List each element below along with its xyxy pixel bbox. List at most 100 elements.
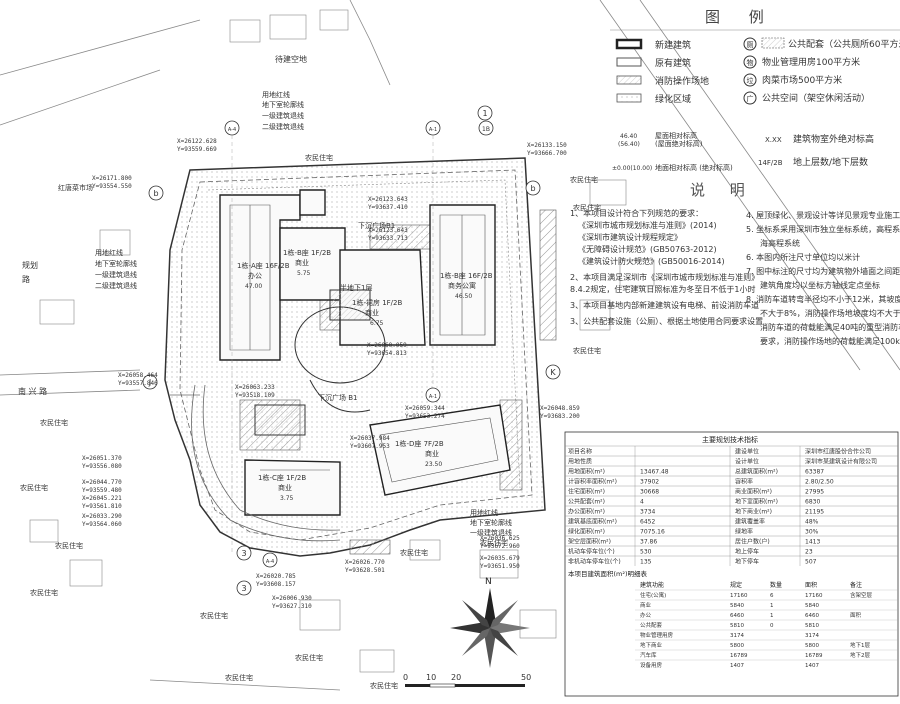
svg-text:用地红线: 用地红线: [470, 508, 498, 517]
subtable-cell: 5810: [805, 623, 819, 629]
table-title: 主要规划技术指标: [702, 435, 758, 444]
svg-text:0: 0: [403, 673, 408, 682]
market-label: 红唐菜市场: [58, 183, 93, 192]
road-name: 南 兴 路: [18, 386, 47, 396]
svg-text:用地红线: 用地红线: [262, 90, 290, 99]
block-1b-tower: [429, 204, 496, 346]
subtable-cell: 1: [770, 603, 774, 609]
svg-text:5.75: 5.75: [297, 270, 311, 277]
svg-text:Y=93564.060: Y=93564.060: [82, 521, 122, 528]
svg-text:农民住宅: 农民住宅: [40, 418, 68, 427]
building-inner-lines: [229, 204, 499, 483]
svg-text:新建建筑: 新建建筑: [655, 39, 691, 51]
svg-text:1栋-A座 16F/2B: 1栋-A座 16F/2B: [237, 261, 290, 270]
subtable-cell: 公共配套: [640, 621, 663, 629]
legend-title: 图 例: [705, 8, 776, 26]
table-cell: 公共配套(m²): [568, 498, 605, 506]
table-cell: 架空层面积(m²): [568, 538, 611, 546]
subtable-header: 规定: [730, 581, 742, 589]
table-cell: 6830: [805, 499, 820, 506]
svg-text:厕: 厕: [747, 41, 754, 49]
subtable-cell: 5800: [730, 643, 744, 649]
svg-text:3、公共配套设施（公厕）、根据土地使用合同要求设置: 3、公共配套设施（公厕）、根据土地使用合同要求设置: [570, 316, 763, 326]
table-cell: 30668: [640, 489, 659, 496]
table-cell: 设计单位: [735, 458, 759, 466]
table-cell: 37902: [640, 479, 659, 486]
svg-text:《无障碍设计规范》(GB50763-2012): 《无障碍设计规范》(GB50763-2012): [578, 244, 717, 254]
table-cell: 计容积率面积(m²): [568, 478, 617, 486]
svg-text:X=26051.370: X=26051.370: [82, 455, 122, 462]
subtable-cell: 设备用房: [640, 661, 663, 669]
subtable-cell: 3174: [730, 633, 744, 639]
svg-text:3.75: 3.75: [280, 495, 294, 502]
svg-text:Y=93637.410: Y=93637.410: [368, 204, 408, 211]
table-cell: 地下室面积(m²): [735, 498, 778, 506]
svg-text:《建筑设计防火规范》(GB50016-2014): 《建筑设计防火规范》(GB50016-2014): [578, 256, 725, 266]
svg-text:农民住宅: 农民住宅: [305, 153, 333, 162]
subtable-header: 建筑功能: [640, 581, 664, 589]
table-cell: 商业面积(m²): [735, 488, 772, 496]
subtable-cell: 17160: [805, 593, 823, 599]
svg-text:X=26123.643: X=26123.643: [368, 196, 408, 203]
table-cell: 27995: [805, 489, 824, 496]
svg-text:X=26122.628: X=26122.628: [177, 138, 217, 145]
subtable-header: 面积: [805, 581, 817, 589]
svg-text:地下室轮廓线: 地下室轮廓线: [262, 100, 304, 109]
subtable-cell: 含架空层: [850, 591, 873, 599]
block-small: [299, 189, 326, 216]
subtable-header: 数量: [770, 581, 782, 589]
svg-text:广: 广: [747, 94, 754, 103]
svg-text:X=26026.770: X=26026.770: [345, 559, 385, 566]
svg-text:商业: 商业: [278, 483, 292, 492]
svg-text:N: N: [485, 577, 492, 587]
subtable-cell: 汽车库: [640, 651, 657, 659]
svg-text:农民住宅: 农民住宅: [400, 548, 428, 557]
subtable-cell: 1407: [730, 663, 744, 669]
scale-bar: 0 10 20 50: [403, 673, 531, 688]
svg-text:(屋面绝对标高): (屋面绝对标高): [655, 139, 703, 148]
svg-text:1栋-裙房 1F/2B: 1栋-裙房 1F/2B: [352, 298, 402, 307]
svg-text:地下室轮廓线: 地下室轮廓线: [470, 518, 512, 527]
svg-text:海高程系统: 海高程系统: [760, 238, 800, 248]
svg-text:6. 本图内所注尺寸单位均以米计: 6. 本图内所注尺寸单位均以米计: [746, 252, 860, 262]
svg-text:Y=93672.960: Y=93672.960: [480, 543, 520, 550]
svg-text:±0.00(10.00): ±0.00(10.00): [612, 165, 652, 172]
table-cell: 建设单位: [735, 448, 759, 456]
table-cell: 48%: [805, 519, 819, 526]
svg-text:Y=93651.950: Y=93651.950: [480, 563, 520, 570]
svg-text:公共空间（架空休闲活动）: 公共空间（架空休闲活动）: [762, 92, 870, 104]
subtable-cell: 办公: [640, 611, 652, 619]
svg-text:Y=93654.813: Y=93654.813: [367, 350, 407, 357]
svg-text:K: K: [550, 368, 556, 377]
svg-text:1栋-B座 1F/2B: 1栋-B座 1F/2B: [283, 248, 331, 257]
svg-text:Y=93554.550: Y=93554.550: [92, 183, 132, 190]
table-cell: 建筑基底面积(m²): [568, 518, 617, 526]
table-cell: 23: [805, 549, 813, 556]
svg-text:办公: 办公: [248, 271, 262, 280]
svg-text:商业: 商业: [295, 258, 309, 267]
svg-text:Y=93627.310: Y=93627.310: [272, 603, 312, 610]
svg-text:Y=93683.200: Y=93683.200: [540, 413, 580, 420]
svg-text:1: 1: [482, 109, 487, 118]
subtable-header: 备注: [850, 581, 862, 589]
svg-text:地上层数/地下层数: 地上层数/地下层数: [793, 156, 868, 168]
svg-text:1B: 1B: [482, 126, 490, 133]
notes-title: 说 明: [690, 181, 755, 199]
svg-text:1栋-C座 1F/2B: 1栋-C座 1F/2B: [258, 473, 306, 482]
coordinate-labels: X=26122.628 Y=93559.669 X=26133.150 Y=93…: [82, 138, 580, 610]
svg-text:商业: 商业: [425, 449, 439, 458]
table-cell: 住宅面积(m²): [568, 488, 605, 496]
table-cell: 容积率: [735, 478, 753, 486]
table-cell: 135: [640, 559, 652, 566]
west-road-label-2: 路: [22, 274, 30, 284]
svg-text:物业管理用房100平方米: 物业管理用房100平方米: [762, 56, 860, 68]
subtable-cell: 地下2层: [850, 651, 870, 659]
subtable-cell: 3174: [805, 633, 819, 639]
svg-text:Y=93559.480: Y=93559.480: [82, 487, 122, 494]
svg-text:二级建筑退线: 二级建筑退线: [95, 281, 137, 290]
table-cell: 地下商业(m²): [735, 508, 772, 516]
svg-text:消防车道的荷载能满足40吨的重型消防车的: 消防车道的荷载能满足40吨的重型消防车的: [760, 322, 900, 332]
